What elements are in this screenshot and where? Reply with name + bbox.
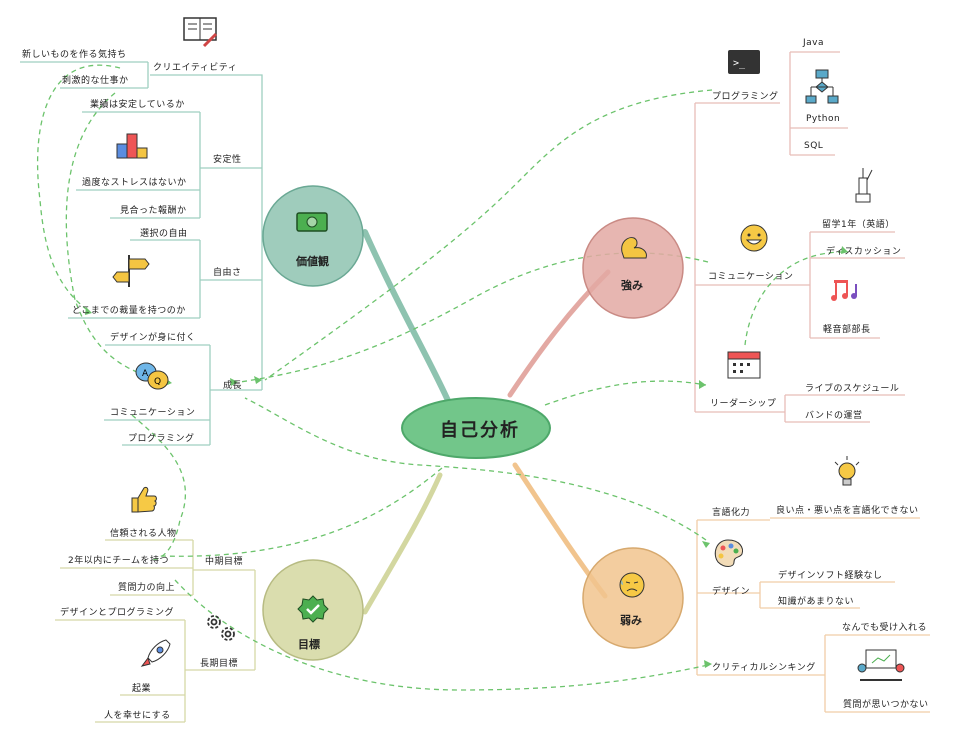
long-goal-label[interactable]: 長期目標 <box>200 659 239 669</box>
mid-goal-item: 2年以内にチームを持つ <box>68 556 169 566</box>
programming-item: SQL <box>804 141 824 151</box>
terminal-icon: >_ <box>728 50 760 74</box>
programming-item: Java <box>803 38 825 48</box>
gears-icon <box>207 615 235 641</box>
critical-label[interactable]: クリティカルシンキング <box>712 663 816 673</box>
growth-item: コミュニケーション <box>110 408 196 418</box>
mid-goal-item: 質問力の向上 <box>118 583 176 593</box>
communication-item: 軽音部部長 <box>823 325 871 335</box>
programming-item: Python <box>806 114 841 124</box>
creativity-item: 新しいものを作る気持ち <box>22 50 127 60</box>
leadership-item: ライブのスケジュール <box>805 384 900 394</box>
leadership-item: バンドの運営 <box>805 411 863 421</box>
leadership-label[interactable]: リーダーシップ <box>710 399 777 409</box>
svg-text:Q: Q <box>154 377 161 387</box>
thumbs-up-icon <box>131 486 157 513</box>
svg-text:>_: >_ <box>733 58 746 69</box>
stability-item: 過度なストレスはないか <box>82 178 187 188</box>
verbal-item: 良い点・悪い点を言語化できない <box>776 506 919 516</box>
stability-label[interactable]: 安定性 <box>213 155 242 165</box>
center-label: 自己分析 <box>440 420 520 441</box>
design-item: 知識があまりない <box>778 597 855 607</box>
rocket-icon <box>140 639 171 667</box>
muscle-icon <box>621 237 647 259</box>
goals-label: 目標 <box>298 638 320 651</box>
strengths-hub[interactable] <box>582 217 684 319</box>
smile-icon <box>740 224 768 252</box>
music-note-icon <box>831 280 857 301</box>
podium-icon <box>116 133 148 159</box>
statue-icon <box>855 168 873 203</box>
creativity-item: 刺激的な仕事か <box>62 76 129 86</box>
growth-item: デザインが身に付く <box>110 333 196 343</box>
center-node[interactable] <box>401 397 551 459</box>
communication-item: ディスカッション <box>826 247 902 257</box>
calendar-icon <box>727 351 761 379</box>
sad-face-icon <box>619 572 645 598</box>
critical-item: 質問が思いつかない <box>843 700 929 710</box>
freedom-item: 選択の自由 <box>140 229 188 239</box>
values-hub[interactable] <box>262 185 364 287</box>
programming-label[interactable]: プログラミング <box>712 92 779 102</box>
verbal-label[interactable]: 言語化力 <box>712 508 751 518</box>
values-label: 価値観 <box>296 255 329 268</box>
growth-item: プログラミング <box>128 434 195 444</box>
stability-item: 業績は安定しているか <box>90 100 185 110</box>
svg-text:A: A <box>142 369 149 379</box>
creativity-label[interactable]: クリエイティビティ <box>153 63 238 73</box>
mid-goal-item: 信頼される人物 <box>110 529 177 539</box>
lightbulb-icon <box>834 456 860 486</box>
strengths-label: 強み <box>621 279 643 292</box>
money-icon <box>296 212 328 232</box>
growth-label[interactable]: 成長 <box>223 381 243 391</box>
freedom-label[interactable]: 自由さ <box>213 268 242 278</box>
mid-goal-label[interactable]: 中期目標 <box>205 557 244 567</box>
stability-item: 見合った報酬か <box>120 206 187 216</box>
flowchart-icon <box>805 69 839 104</box>
chat-bubbles-icon: A Q <box>135 362 169 390</box>
freedom-item: どこまでの裁量を持つのか <box>72 306 186 316</box>
check-badge-icon <box>297 595 329 623</box>
critical-item: なんでも受け入れる <box>842 623 928 633</box>
long-goal-item: 人を幸せにする <box>104 711 171 721</box>
palette-icon <box>714 539 743 567</box>
book-icon <box>183 17 218 48</box>
weakness-label: 弱み <box>620 614 642 627</box>
communication-label[interactable]: コミュニケーション <box>708 272 794 282</box>
communication-item: 留学1年（英語） <box>822 220 895 230</box>
design-label[interactable]: デザイン <box>712 587 751 597</box>
signpost-icon <box>112 255 150 287</box>
meeting-icon <box>857 649 905 681</box>
design-item: デザインソフト経験なし <box>778 571 883 581</box>
long-goal-item: デザインとプログラミング <box>60 608 175 618</box>
long-goal-item: 起業 <box>132 684 152 694</box>
weakness-hub[interactable] <box>582 547 684 649</box>
